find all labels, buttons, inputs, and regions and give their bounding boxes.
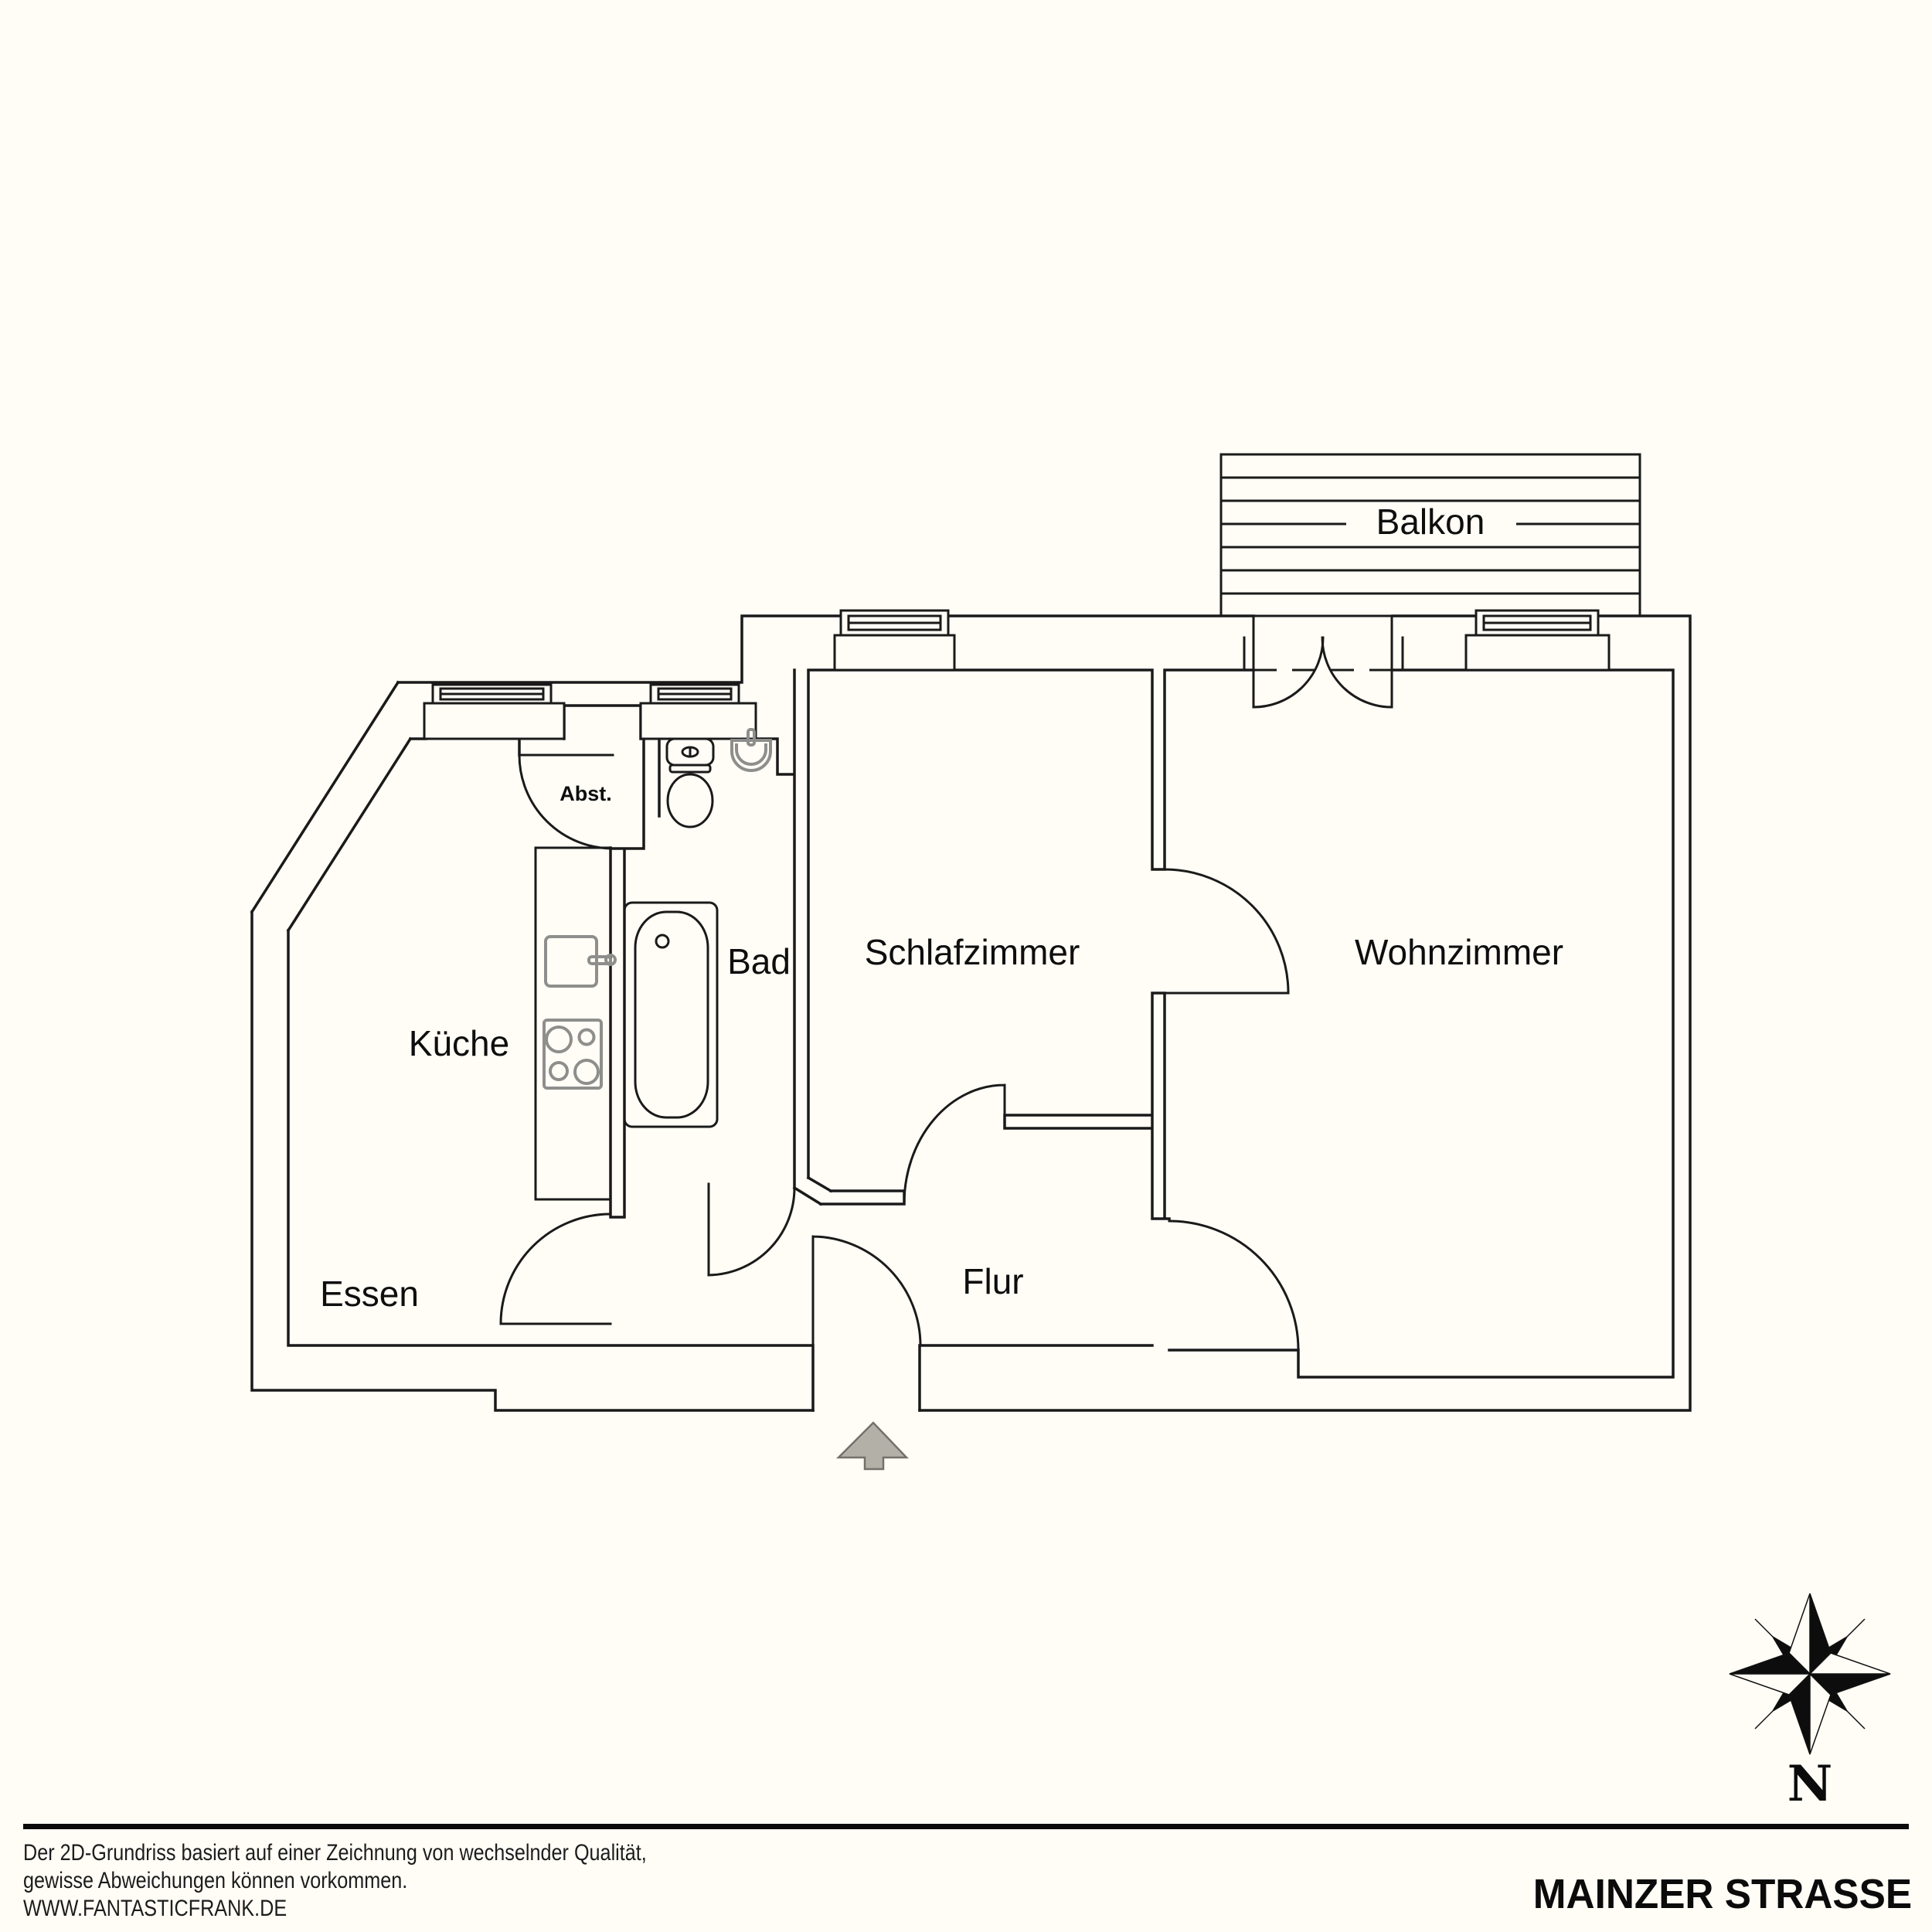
room-label-wohnzimmer: Wohnzimmer [1355, 932, 1563, 972]
stove [543, 1019, 603, 1090]
bathroom-sink [730, 728, 772, 772]
bedroom-window [839, 609, 950, 637]
balcony-label-backing [1346, 502, 1516, 538]
kitchen-door-swing [499, 1213, 612, 1325]
livingroom-hall-door-swing [1168, 1219, 1300, 1352]
disclaimer-line-2: gewisse Abweichungen können vorkommen. [23, 1868, 408, 1893]
bathroom-fixtures [623, 728, 772, 1128]
livingroom-window [1475, 609, 1600, 637]
kitchen-fixtures [534, 846, 617, 1201]
compass-rose [1729, 1593, 1891, 1755]
kitchen-window-sill [423, 702, 566, 740]
kitchen-window [431, 683, 553, 705]
toilet [665, 737, 715, 828]
compass-north-label: N [1787, 1755, 1833, 1813]
room-label-balkon: Balkon [1376, 502, 1485, 542]
project-title: MAINZER STRASSE [1532, 1871, 1912, 1917]
room-label-essen: Essen [320, 1274, 419, 1314]
kitchen-sink [544, 935, 617, 988]
bath-door-swing [707, 1182, 796, 1277]
footer-website: WWW.FANTASTICFRANK.DE [23, 1896, 287, 1921]
bedroom-door-swing [903, 1083, 1006, 1206]
kitchen-counter [534, 846, 612, 1201]
room-label-abstellraum: Abst. [560, 782, 612, 805]
bath-window-sill [639, 702, 757, 740]
room-label-flur: Flur [962, 1261, 1023, 1301]
bedroom-livingroom-door-swing [1163, 868, 1290, 995]
entrance-arrow-icon [835, 1421, 909, 1471]
bathtub [623, 901, 719, 1128]
livingroom-window-sill [1464, 634, 1611, 672]
footer-disclaimer: Der 2D-Grundriss basiert auf einer Zeich… [23, 1839, 647, 1923]
footer-divider-line [23, 1824, 1909, 1829]
balcony-french-doors [1243, 615, 1404, 709]
doors [499, 615, 1404, 1352]
entrance-door-swing [811, 1235, 922, 1347]
windows [431, 609, 1600, 705]
room-label-kueche: Küche [409, 1023, 509, 1063]
bath-window [649, 683, 740, 705]
bedroom-window-sill [833, 634, 956, 672]
storage-door-swing [518, 753, 614, 850]
disclaimer-line-1: Der 2D-Grundriss basiert auf einer Zeich… [23, 1840, 647, 1866]
room-label-schlafzimmer: Schlafzimmer [865, 932, 1080, 972]
window-sills [423, 634, 1611, 740]
room-label-bad: Bad [727, 941, 791, 981]
